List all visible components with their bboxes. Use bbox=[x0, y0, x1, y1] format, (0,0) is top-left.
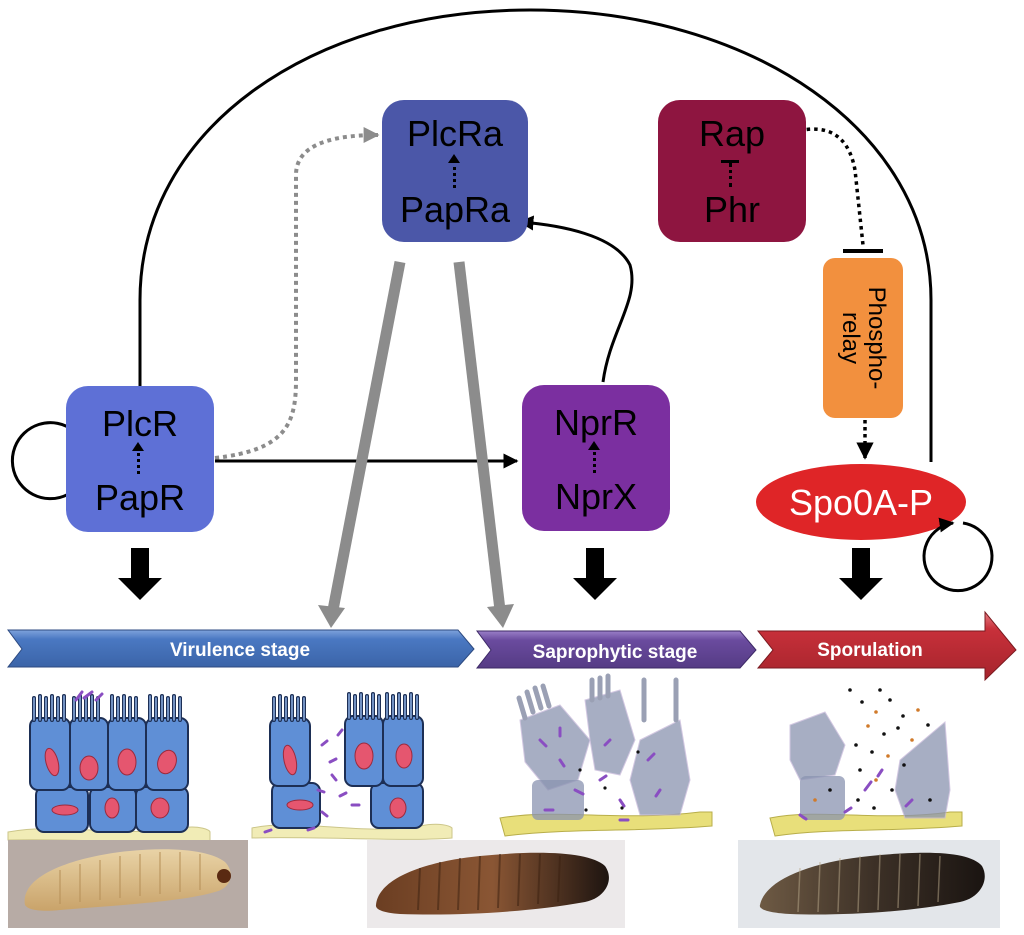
nprr-nprx-node[interactable]: NprR NprX bbox=[522, 385, 670, 531]
spo0a-p-node[interactable] bbox=[756, 464, 966, 540]
rap-label: Rap bbox=[698, 113, 766, 154]
phr-inhibits-rap-bar bbox=[721, 160, 739, 163]
rap-phr-node[interactable]: Rap Phr bbox=[658, 100, 806, 242]
nprx-to-nprr-dotted-arrow bbox=[593, 447, 596, 473]
illustration-necrotic-tissue bbox=[499, 673, 713, 837]
plcr-to-virulence-arrow bbox=[118, 548, 162, 600]
plcr-to-plcra-dotted-edge bbox=[214, 127, 380, 460]
plcra-label: PlcRa bbox=[406, 113, 504, 154]
photo-dead-larva-brown bbox=[367, 840, 625, 928]
illustration-disrupted-epithelium bbox=[251, 692, 453, 840]
papr-to-plcr-dotted-arrow bbox=[137, 448, 140, 474]
plcra-papra-node[interactable]: PlcRa PapRa bbox=[382, 100, 528, 242]
illustration-intact-epithelium bbox=[7, 690, 211, 844]
spo0a-inhibits-plcr-arc bbox=[138, 8, 933, 462]
spo0a-self-loop bbox=[922, 517, 994, 593]
spo0a-to-sporulation-arrow bbox=[839, 548, 883, 600]
grey-arrow-to-saprophytic bbox=[453, 261, 514, 628]
nprr-label: NprR bbox=[553, 402, 638, 443]
nprx-label: NprX bbox=[554, 476, 638, 517]
nprr-to-papra-edge bbox=[518, 215, 634, 383]
spo0a-p-label: Spo0A-P bbox=[789, 482, 933, 523]
arrowhead-up-icon bbox=[588, 441, 600, 450]
phr-inhibits-rap-dotted bbox=[729, 163, 732, 187]
papra-label: PapRa bbox=[399, 189, 511, 230]
stage-virulence[interactable]: Virulence stage bbox=[6, 629, 475, 668]
stage-virulence-label: Virulence stage bbox=[170, 640, 310, 661]
spores bbox=[813, 688, 932, 810]
arrowhead-up-icon bbox=[448, 154, 460, 163]
stage-sporulation-label: Sporulation bbox=[817, 640, 923, 661]
stage-sporulation[interactable]: Sporulation bbox=[756, 610, 1017, 682]
papra-to-plcra-dotted-arrow bbox=[453, 160, 456, 188]
grey-arrow-to-virulence bbox=[318, 260, 406, 628]
stage-saprophytic[interactable]: Saprophytic stage bbox=[475, 630, 757, 669]
phosphorelay-text: Phospho- relay bbox=[823, 258, 903, 418]
photo-healthy-larva bbox=[8, 840, 248, 928]
papr-label: PapR bbox=[94, 477, 186, 518]
phr-label: Phr bbox=[703, 189, 761, 230]
phosphorelay-node[interactable]: Phospho- relay bbox=[823, 258, 903, 418]
photo-dead-larva-black bbox=[738, 840, 1000, 928]
illustration-spore-release bbox=[769, 688, 963, 837]
phosphorelay-line2: relay bbox=[837, 311, 864, 365]
phosphorelay-line1: Phospho- bbox=[863, 286, 890, 390]
stage-saprophytic-label: Saprophytic stage bbox=[533, 642, 698, 663]
arrowhead-up-icon bbox=[132, 442, 144, 451]
nprr-to-saprophytic-arrow bbox=[573, 548, 617, 600]
plcr-label: PlcR bbox=[101, 403, 178, 444]
plcr-papr-node[interactable]: PlcR PapR bbox=[66, 386, 214, 532]
